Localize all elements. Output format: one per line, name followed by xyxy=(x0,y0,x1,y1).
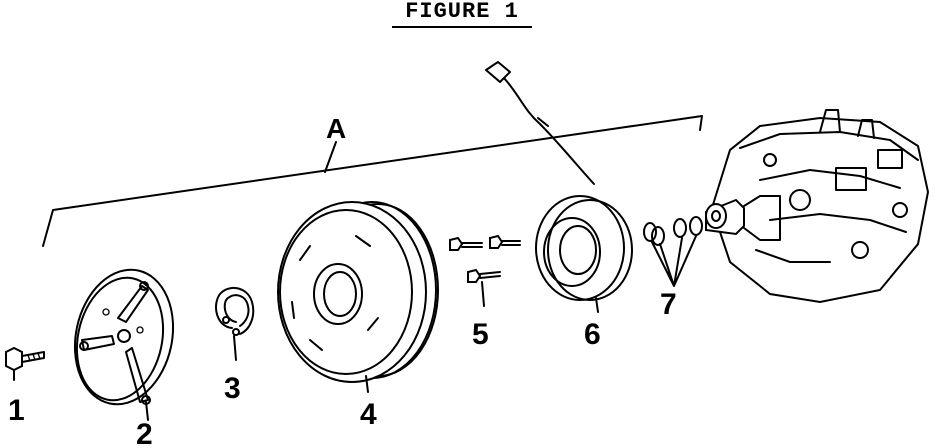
screws-icon xyxy=(449,234,521,307)
part-label-5: 5 xyxy=(472,318,489,351)
part-label-3: 3 xyxy=(224,372,241,405)
snap-ring-icon xyxy=(215,286,255,361)
figure-title: FIGURE 1 xyxy=(392,0,532,28)
part-label-1: 1 xyxy=(8,394,25,427)
part-label-7: 7 xyxy=(660,288,677,321)
shims-icon xyxy=(643,216,703,287)
part-label-2: 2 xyxy=(136,418,153,448)
part-label-6: 6 xyxy=(584,318,601,351)
pulley-icon xyxy=(277,201,439,393)
bolt-icon xyxy=(5,346,45,381)
group-bracket xyxy=(42,115,703,247)
group-label: A xyxy=(326,113,346,144)
compressor-icon xyxy=(705,109,930,304)
clutch-plate-icon xyxy=(73,268,175,421)
part-label-4: 4 xyxy=(360,398,377,431)
field-coil-icon xyxy=(485,61,633,313)
